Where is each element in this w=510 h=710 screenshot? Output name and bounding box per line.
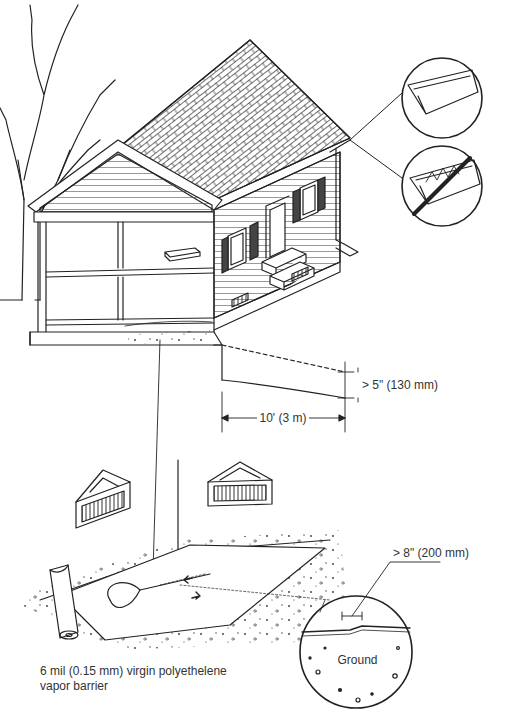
dimension-label: > 5" (130 mm): [362, 378, 438, 393]
dimension-label: 10' (3 m): [257, 411, 310, 426]
dimension-label: 6 mil (0.15 mm) virgin polyethelene vapo…: [40, 664, 245, 694]
side-wall: [214, 140, 358, 330]
ground-detail: Ground: [334, 653, 381, 668]
house-cutaway: [30, 212, 222, 380]
crawlspace-detail: [10, 460, 440, 708]
dimension-label: > 8" (200 mm): [393, 546, 469, 561]
gutter-callouts: [350, 58, 482, 226]
grade-dimensions: [222, 345, 358, 432]
ground-label: Ground: [334, 653, 381, 668]
tree: [0, 5, 115, 300]
